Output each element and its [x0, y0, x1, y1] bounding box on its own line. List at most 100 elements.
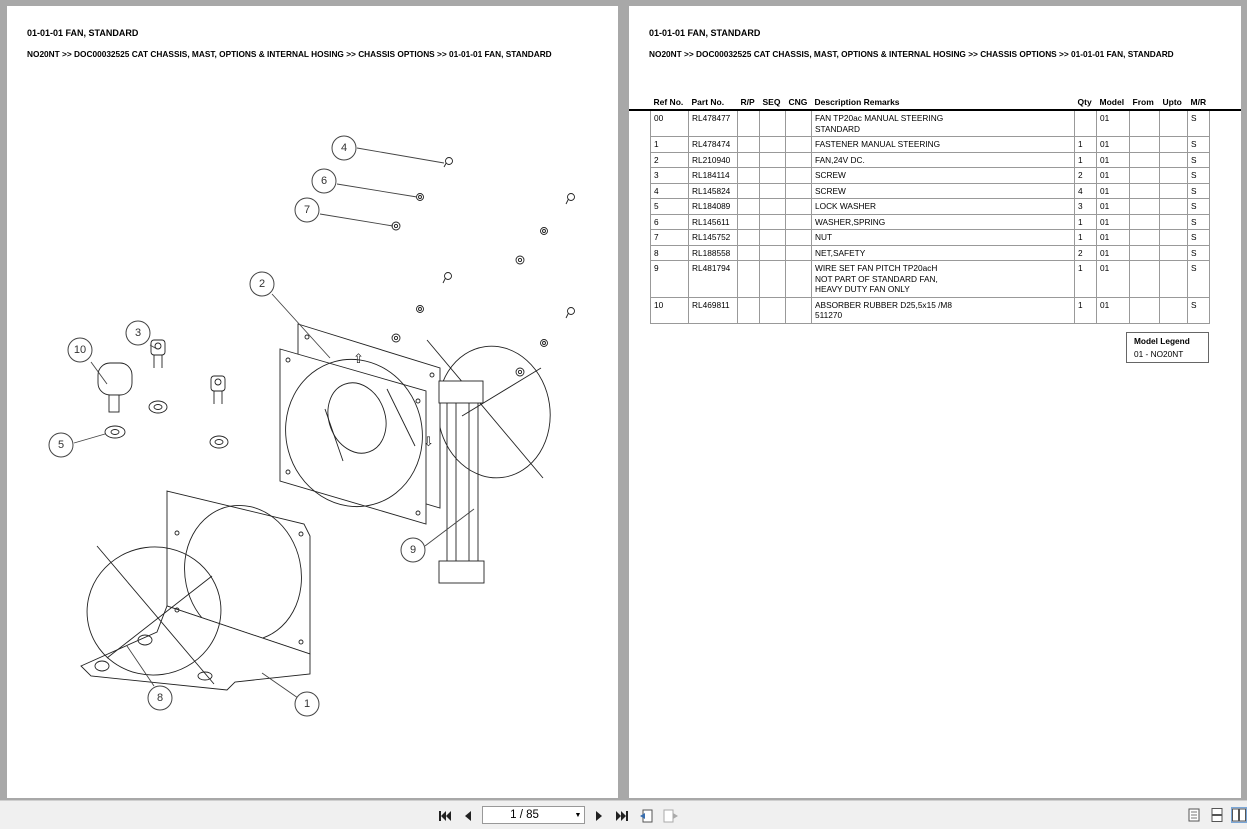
cell-seq — [759, 182, 786, 199]
cell-upto — [1159, 167, 1188, 184]
prev-page-icon[interactable] — [460, 808, 476, 824]
washer-right-2 — [540, 339, 548, 347]
page-number-select[interactable]: 1 / 85 ▼ — [482, 806, 585, 824]
nut-mid — [391, 333, 401, 343]
cell-rp — [737, 182, 760, 199]
callout-3-label: 3 — [135, 327, 141, 339]
safety-net-part-8 — [86, 545, 222, 685]
cell-rp — [737, 151, 760, 168]
cell-upto — [1159, 296, 1188, 324]
cell-from — [1129, 151, 1160, 168]
next-page-icon[interactable] — [591, 808, 607, 824]
callout-10: 10 — [67, 337, 93, 363]
cell-from — [1129, 229, 1160, 246]
cell-qty: 3 — [1074, 198, 1097, 215]
cell-mr: S — [1187, 244, 1210, 261]
cell-qty: 1 — [1074, 151, 1097, 168]
left-page-breadcrumb: NO20NT >> DOC00032525 CAT CHASSIS, MAST,… — [27, 49, 552, 59]
description-line: WASHER,SPRING — [815, 216, 886, 227]
cell-cng — [785, 136, 812, 153]
col-model: Model — [1096, 93, 1130, 111]
cell-mr: S — [1187, 296, 1210, 324]
page-number-value: 1 / 85 — [510, 809, 539, 821]
description-line: FAN,24V DC. — [815, 154, 865, 165]
continuous-view-icon[interactable] — [1210, 808, 1224, 822]
screw-far-right — [565, 193, 575, 205]
cell-seq — [759, 136, 786, 153]
first-page-icon[interactable] — [437, 808, 453, 824]
cell-part: RL188558 — [688, 244, 738, 261]
description-line: ABSORBER RUBBER D25,5x15 /M8 — [815, 299, 952, 310]
lock-washer-part-5-a — [104, 425, 126, 439]
cell-rp — [737, 260, 760, 298]
screw-part-3-a — [150, 339, 166, 368]
cell-upto — [1159, 182, 1188, 199]
single-page-view-icon[interactable] — [1187, 808, 1201, 822]
last-page-icon[interactable] — [614, 808, 630, 824]
washer-part-6 — [416, 193, 424, 201]
screw-part-4 — [443, 157, 453, 168]
cell-model: 01 — [1096, 229, 1130, 246]
cell-ref: 6 — [650, 213, 689, 230]
cell-model: 01 — [1096, 167, 1130, 184]
callout-4: 4 — [331, 135, 357, 161]
description-line: STANDARD — [815, 123, 861, 134]
svg-text:⇧: ⇧ — [353, 352, 364, 367]
nut-right-2 — [515, 367, 525, 377]
cell-model: 01 — [1096, 136, 1130, 153]
two-page-view-icon[interactable] — [1231, 807, 1247, 823]
cell-rp — [737, 213, 760, 230]
cell-part: RL184114 — [688, 167, 738, 184]
callout-10-label: 10 — [74, 344, 86, 356]
cell-part: RL184089 — [688, 198, 738, 215]
left-page: 01-01-01 FAN, STANDARD NO20NT >> DOC0003… — [7, 6, 618, 798]
cell-model: 01 — [1096, 244, 1130, 261]
cell-mr: S — [1187, 136, 1210, 153]
cell-qty: 4 — [1074, 182, 1097, 199]
screw-mid — [442, 272, 452, 284]
cell-ref: 5 — [650, 198, 689, 215]
table-header-row: Ref No. Part No. R/P SEQ CNG Description… — [650, 93, 1210, 111]
cell-rp — [737, 296, 760, 324]
cell-seq — [759, 244, 786, 261]
description-line: 511270 — [815, 310, 843, 320]
description-line: HEAVY DUTY FAN ONLY — [815, 284, 910, 294]
go-forward-icon[interactable] — [663, 808, 679, 824]
screw-part-3-b — [210, 375, 226, 404]
description-line: NOT PART OF STANDARD FAN, — [815, 273, 938, 284]
cell-from — [1129, 182, 1160, 199]
cell-from — [1129, 296, 1160, 324]
callout-2-label: 2 — [259, 278, 265, 290]
lock-washer-part-5-b — [148, 400, 168, 414]
cell-qty: 1 — [1074, 136, 1097, 153]
cell-rp — [737, 229, 760, 246]
cell-cng — [785, 229, 812, 246]
cell-upto — [1159, 229, 1188, 246]
cell-upto — [1159, 198, 1188, 215]
cell-ref: 3 — [650, 167, 689, 184]
cell-ref: 00 — [650, 110, 689, 137]
description-line: LOCK WASHER — [815, 201, 877, 211]
cell-cng — [785, 110, 812, 137]
go-back-icon[interactable] — [639, 808, 655, 824]
cell-cng — [785, 182, 812, 199]
description-line: FAN TP20ac MANUAL STEERING — [815, 113, 944, 123]
cell-cng — [785, 213, 812, 230]
callout-5-label: 5 — [58, 439, 64, 451]
cell-qty: 2 — [1074, 244, 1097, 261]
cell-qty — [1074, 110, 1097, 137]
cell-description: LOCK WASHER — [811, 198, 1075, 215]
col-part-no: Part No. — [688, 93, 738, 111]
cell-mr: S — [1187, 151, 1210, 168]
cell-model: 01 — [1096, 198, 1130, 215]
callout-7: 7 — [294, 197, 320, 223]
callout-3: 3 — [125, 320, 151, 346]
callout-8: 8 — [147, 685, 173, 711]
cell-model: 01 — [1096, 260, 1130, 298]
